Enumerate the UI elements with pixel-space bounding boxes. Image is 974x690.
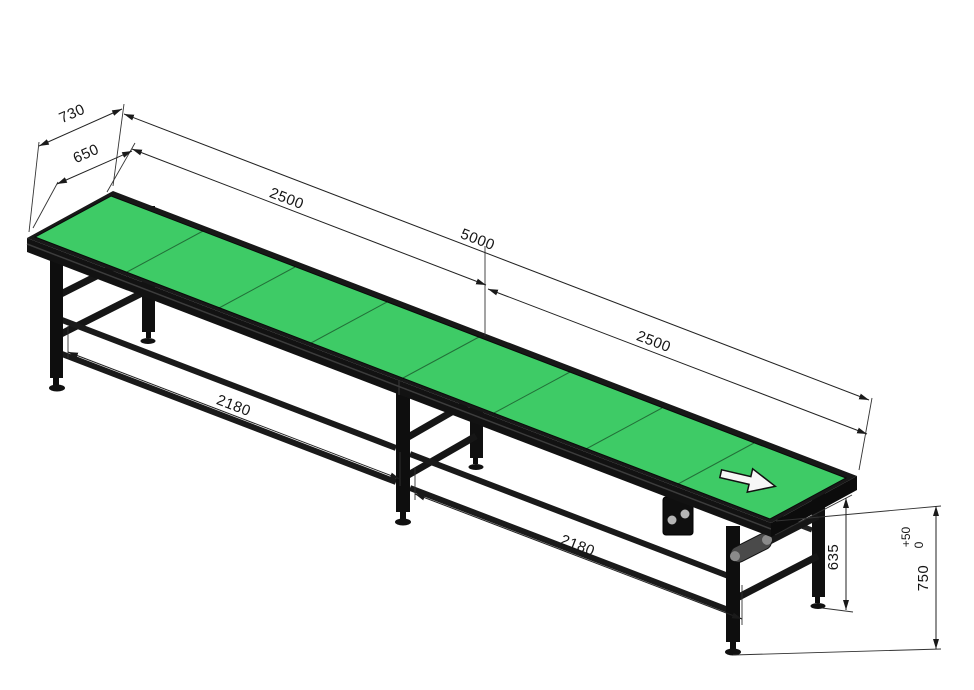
foot-right-near bbox=[725, 642, 741, 656]
foot-right-far bbox=[810, 597, 826, 609]
conveyor-top bbox=[26, 191, 857, 537]
socket-hole-icon bbox=[680, 509, 690, 519]
extension-lines bbox=[28, 103, 942, 656]
leg-left-near bbox=[50, 256, 63, 378]
dim-line-2180-left bbox=[67, 351, 401, 480]
foot-left-far bbox=[140, 332, 156, 344]
dim-label-tolerance-lower: 0 bbox=[912, 541, 926, 548]
dim-label-height-underside: 635 bbox=[825, 544, 842, 571]
foot-left-near bbox=[49, 378, 65, 392]
socket-hole-icon bbox=[667, 515, 677, 525]
leg-right-near bbox=[726, 526, 740, 642]
dim-line-2180-right bbox=[414, 493, 743, 620]
right-end-face bbox=[771, 476, 857, 537]
dim-label-width-overall: 730 bbox=[57, 101, 88, 127]
dim-line-2500-right bbox=[487, 288, 868, 435]
dim-label-length-right-half: 2500 bbox=[634, 328, 673, 357]
dim-line-650 bbox=[56, 150, 133, 185]
dim-label-tolerance-upper: +50 bbox=[899, 526, 913, 547]
dimension-lines bbox=[38, 108, 939, 649]
leg-middle-near bbox=[396, 392, 410, 512]
foot-middle-far bbox=[468, 458, 484, 470]
dim-label-width-belt: 650 bbox=[71, 141, 102, 167]
foot-middle-near bbox=[395, 512, 411, 526]
dim-line-730 bbox=[38, 108, 123, 147]
dim-label-height-belt: 750 bbox=[915, 565, 932, 592]
belt-direction-arrow-icon bbox=[718, 467, 778, 494]
